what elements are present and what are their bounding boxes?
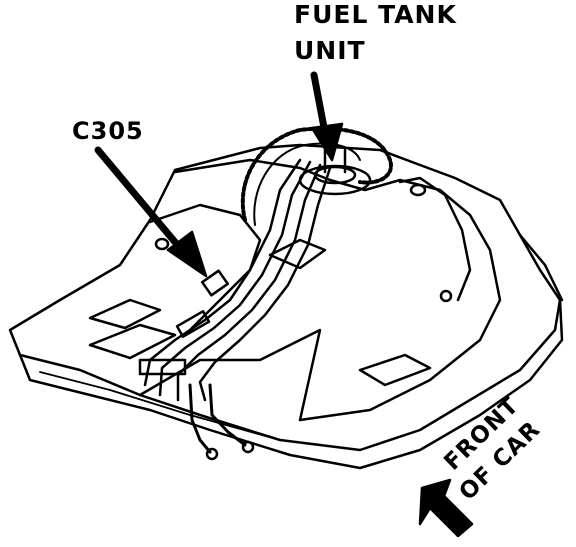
fuel-line-2 <box>158 160 312 397</box>
tank-right-edge <box>518 233 564 302</box>
c305-connector <box>200 269 230 297</box>
tank-flange-inner <box>39 371 281 441</box>
tank-pad-4 <box>268 238 327 270</box>
hose-drop-1 <box>188 383 212 454</box>
tank-flange <box>18 298 564 470</box>
tank-top-left-ridge <box>148 203 262 332</box>
c305-arrow-head <box>166 230 208 278</box>
fuel-tank-unit-label-line1: FUEL TANK <box>294 0 457 29</box>
tank-right-bulge <box>398 176 472 302</box>
tank-pad-2 <box>88 323 177 360</box>
tank-hole-3 <box>409 183 427 197</box>
c305-arrow-shaft <box>94 146 184 252</box>
fuel-line-3 <box>176 163 322 402</box>
line-clip-2 <box>175 310 211 338</box>
front-of-car-arrow <box>418 478 474 538</box>
tank-hole-2 <box>439 289 453 303</box>
fuel-tank-unit-arrow-head <box>310 122 344 162</box>
hose-drop-2 <box>208 383 247 447</box>
tank-hole-1 <box>154 237 170 251</box>
tank-top-deck <box>173 158 502 422</box>
c305-label: C305 <box>72 117 144 145</box>
hose-end-2 <box>241 440 255 454</box>
fuel-line-1 <box>143 158 302 387</box>
hose-end-1 <box>205 447 219 461</box>
fuel-tank-unit-label-line2: UNIT <box>294 36 366 65</box>
tank-pad-1 <box>88 298 162 330</box>
line-clip-1 <box>138 358 187 376</box>
harness-loop-inner <box>253 142 361 226</box>
fuel-tank-unit-stem <box>323 148 347 174</box>
tank-outline <box>8 143 562 452</box>
fuel-line-4 <box>198 166 332 402</box>
tank-pad-3 <box>358 353 432 387</box>
